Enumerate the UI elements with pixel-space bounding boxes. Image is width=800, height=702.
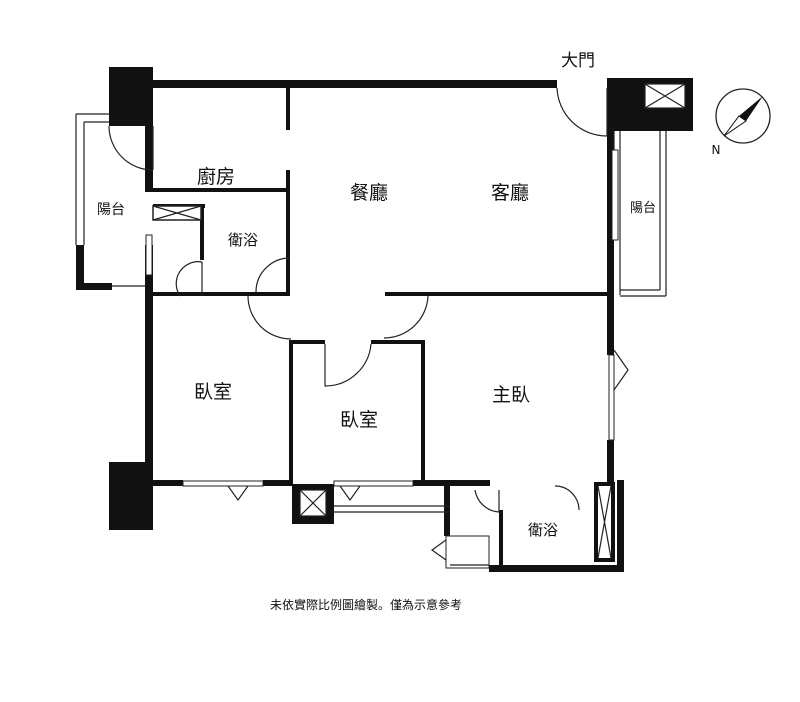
label-master-bedroom: 主臥: [492, 384, 530, 406]
balcony-west-sill: [76, 283, 112, 290]
door-bath-lower-swing: [474, 489, 500, 513]
balcony-west-wall: [76, 245, 84, 290]
balcony-west-slider: [145, 234, 153, 276]
window-west-casement: [227, 485, 249, 502]
wall-bath-lower-north: [450, 480, 490, 486]
wall-west-upper: [145, 126, 153, 192]
bath-lower-exterior: [445, 535, 490, 569]
shaft-cross-icon: [644, 83, 686, 109]
door-main-swing: [556, 87, 608, 137]
wall-bath-lower-west: [444, 480, 450, 536]
window-center-casement: [339, 485, 361, 502]
wall-south-bath: [489, 565, 624, 572]
window-east-master: [608, 354, 615, 441]
window-bath-casement: [430, 539, 447, 561]
window-south-west: [182, 480, 264, 487]
wall-bedroom-center-north-a: [289, 340, 325, 344]
door-bath-upper-inner: [255, 257, 291, 293]
wall-bedroom-center-north-b: [371, 340, 425, 344]
ledge-south: [334, 505, 450, 513]
wall-bath-south: [153, 292, 290, 296]
wall-south-west-b: [263, 480, 293, 486]
wall-bath-west: [200, 204, 204, 260]
balcony-east-slider: [611, 149, 619, 241]
door-master-swing: [383, 295, 429, 339]
kitchen-box-cross: [152, 205, 202, 221]
wall-kitchen-dining-lower: [286, 170, 290, 296]
wall-north: [153, 80, 557, 88]
wall-kitchen-dining-upper: [286, 88, 290, 130]
shaft-cross-icon: [299, 489, 327, 517]
label-balcony-east: 陽台: [630, 201, 656, 216]
label-main-door: 大門: [561, 51, 595, 71]
wall-bedroom-center-east: [421, 340, 425, 482]
label-north: N: [712, 143, 721, 157]
window-south-center: [333, 480, 414, 487]
disclaimer-text: 未依實際比例圖繪製。僅為示意參考: [270, 597, 462, 612]
label-kitchen: 廚房: [197, 165, 235, 188]
compass-icon: [715, 88, 771, 144]
wall-bath-lower-partition: [499, 510, 503, 572]
door-balcony-west-swing: [108, 125, 154, 171]
column-southwest: [109, 462, 153, 530]
label-balcony-west: 陽台: [97, 202, 125, 218]
door-bedroom-center-swing: [324, 343, 372, 387]
label-bedroom-west: 臥室: [194, 381, 232, 403]
door-bath-upper-swing: [175, 261, 203, 297]
wall-east-lower: [607, 440, 614, 485]
wall-west: [145, 245, 153, 470]
window-east-casement: [613, 349, 629, 391]
wall-south-center: [413, 480, 450, 486]
label-bath-lower: 衛浴: [528, 521, 558, 539]
label-dining: 餐廳: [350, 182, 388, 204]
label-bedroom-center: 臥室: [340, 409, 378, 431]
wall-east-bath: [617, 480, 624, 572]
column-northwest: [109, 67, 153, 126]
wall-south-west-a: [153, 480, 183, 486]
door-bedroom-west-swing: [247, 295, 292, 340]
bath-shaft-cross: [597, 485, 612, 559]
wall-east-upper: [607, 131, 614, 241]
label-living: 客廳: [491, 182, 529, 204]
label-bath-upper: 衛浴: [228, 231, 258, 249]
wall-bedroom-center-west: [289, 340, 293, 482]
wall-living-south: [385, 292, 613, 296]
balcony-west-rail: [75, 113, 109, 245]
door-bath-lower-inner: [554, 485, 580, 511]
wall-kitchen-south: [153, 188, 290, 192]
wall-east-mid: [607, 240, 614, 355]
